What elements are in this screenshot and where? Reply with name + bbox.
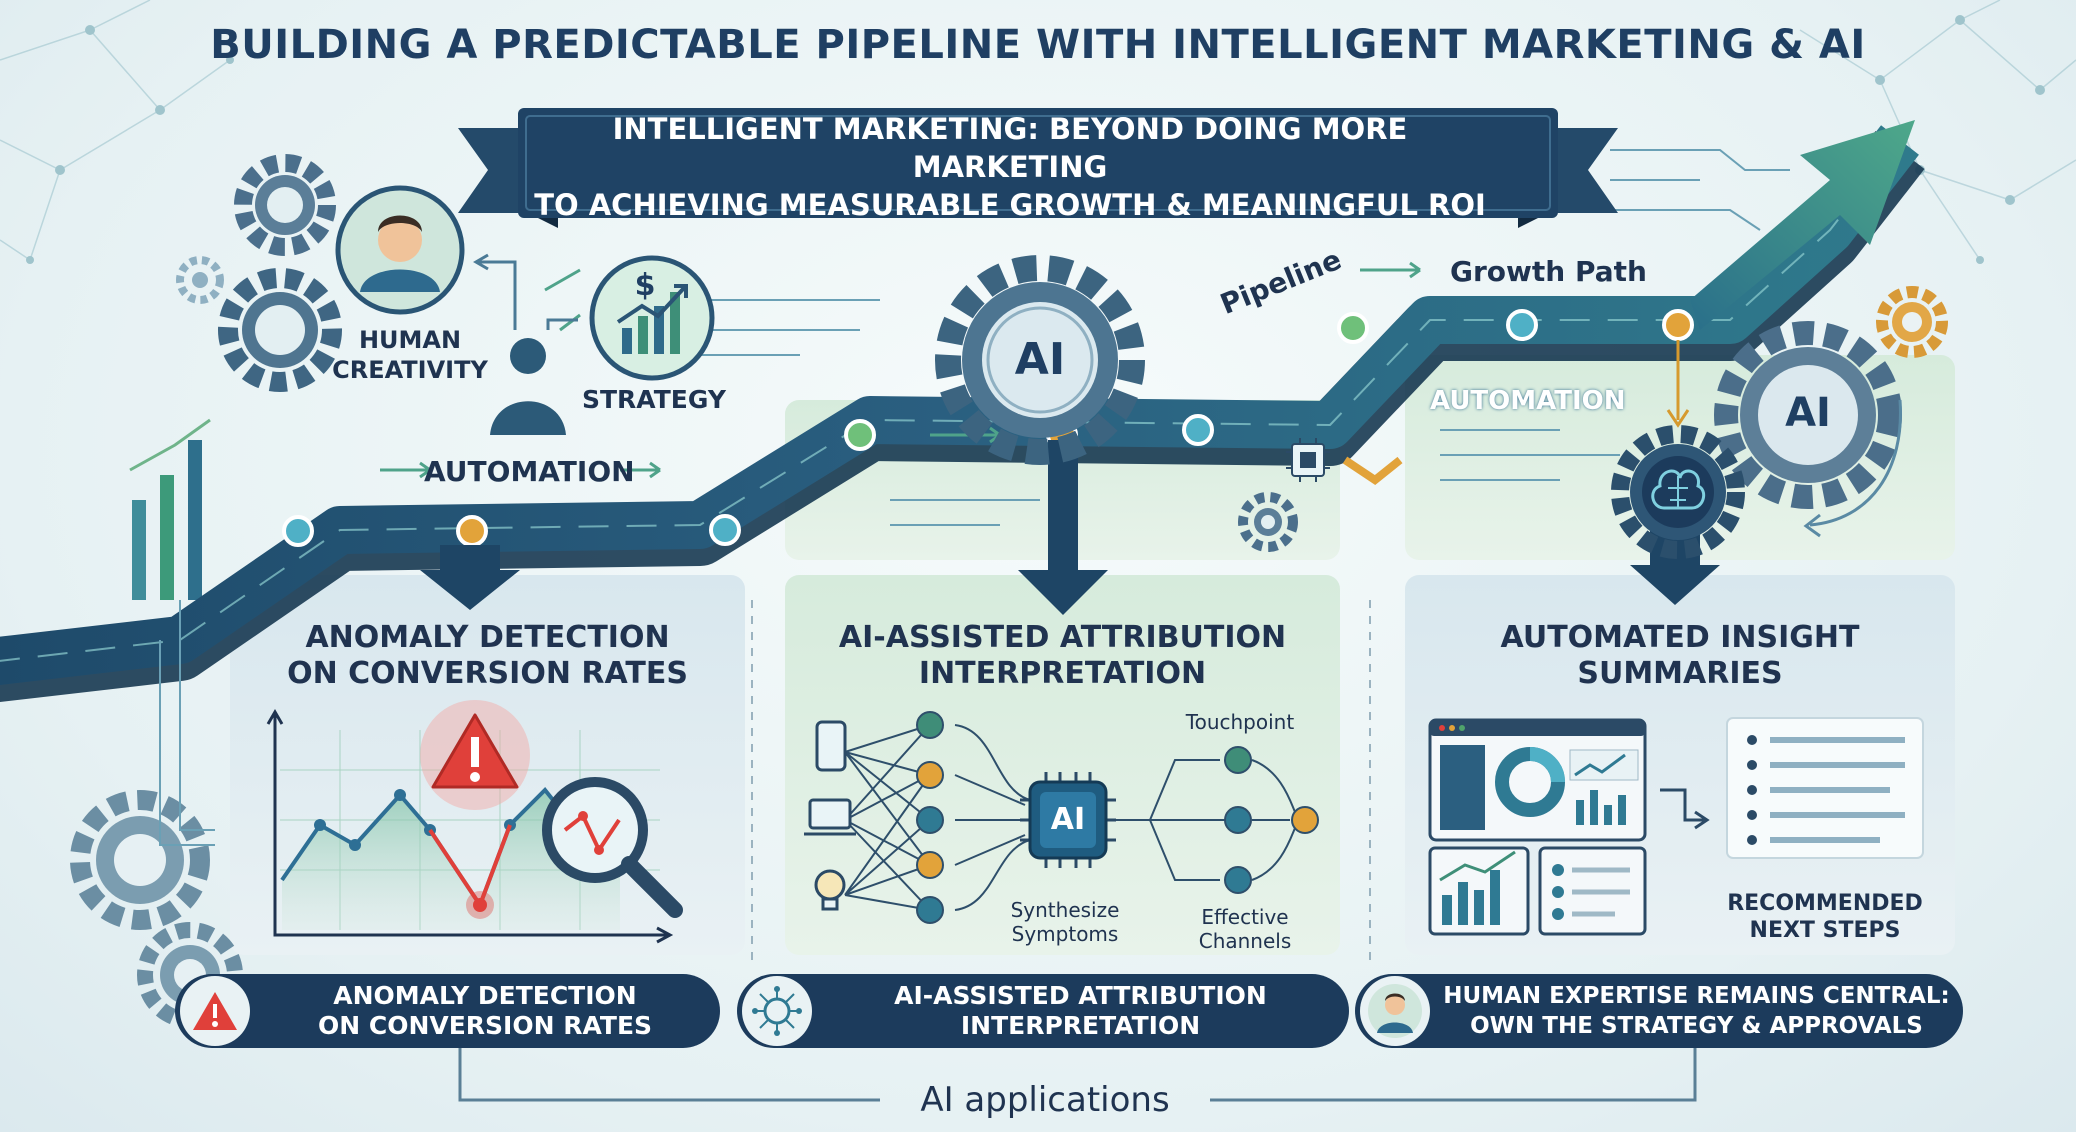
ai-chip-label: AI bbox=[1050, 802, 1086, 837]
human-creativity-label: HUMAN CREATIVITY bbox=[310, 325, 510, 385]
human-arrow-head bbox=[473, 253, 489, 271]
gear-ai-center bbox=[935, 255, 1145, 465]
insight-panel-title: AUTOMATED INSIGHT SUMMARIES bbox=[1420, 620, 1940, 692]
bar-chart-decoration bbox=[129, 418, 211, 600]
pill-anomaly-line-2: ON CONVERSION RATES bbox=[317, 1011, 653, 1040]
gear-bottom-left bbox=[70, 790, 210, 930]
pill-attribution-line-1: AI-ASSISTED ATTRIBUTION bbox=[894, 981, 1267, 1010]
synthesize-line-1: Synthesize bbox=[1010, 898, 1120, 922]
growth-path-label: Growth Path bbox=[1450, 255, 1647, 288]
recommended-next-steps-label: RECOMMENDED NEXT STEPS bbox=[1710, 890, 1940, 944]
human-to-strategy-arrow bbox=[478, 260, 517, 330]
recommended-line-2: NEXT STEPS bbox=[1749, 918, 1901, 943]
gear-mid-left bbox=[218, 268, 342, 392]
pill-anomaly-line-1: ANOMALY DETECTION bbox=[333, 981, 637, 1010]
attribution-title-line-2: INTERPRETATION bbox=[918, 656, 1207, 691]
ai-network-icon-badge bbox=[742, 976, 812, 1046]
anomaly-title-line-1: ANOMALY DETECTION bbox=[305, 620, 670, 655]
cycle-arrowhead bbox=[1803, 513, 1821, 538]
recommended-line-1: RECOMMENDED bbox=[1727, 891, 1923, 916]
page-title: BUILDING A PREDICTABLE PIPELINE WITH INT… bbox=[210, 22, 1866, 68]
footer-bracket bbox=[458, 1045, 1697, 1102]
banner-ribbon bbox=[458, 108, 1618, 228]
pill-human-line-2: OWN THE STRATEGY & APPROVALS bbox=[1470, 1013, 1923, 1039]
gear-orange-right bbox=[1876, 286, 1948, 358]
attribution-title-line-1: AI-ASSISTED ATTRIBUTION bbox=[838, 620, 1287, 655]
automation-label-right: AUTOMATION bbox=[1430, 386, 1626, 416]
effective-line-2: Channels bbox=[1198, 929, 1292, 953]
circuit-lines bbox=[700, 149, 1790, 526]
growth-arrow bbox=[1690, 120, 1915, 330]
human-creativity-line-1: HUMAN bbox=[358, 326, 462, 354]
ai-gear-right-label: AI bbox=[1785, 390, 1831, 436]
attribution-diagram bbox=[804, 438, 1403, 924]
insight-title-line-2: SUMMARIES bbox=[1577, 656, 1783, 691]
footer-label: AI applications bbox=[920, 1080, 1170, 1120]
left-connector-lines bbox=[159, 600, 215, 846]
expert-avatar-icon bbox=[1368, 984, 1422, 1038]
gear-ai-right bbox=[1714, 321, 1902, 509]
gear-brain bbox=[1611, 425, 1745, 559]
dollar-sign-icon: $ bbox=[635, 268, 656, 303]
banner-line-1: INTELLIGENT MARKETING: BEYOND DOING MORE… bbox=[612, 112, 1408, 184]
strategy-icon bbox=[589, 255, 715, 381]
anomaly-title-line-2: ON CONVERSION RATES bbox=[287, 656, 688, 691]
ai-gear-label: AI bbox=[1014, 334, 1066, 385]
effective-line-1: Effective bbox=[1201, 905, 1289, 929]
pill-attribution: AI-ASSISTED ATTRIBUTION INTERPRETATION bbox=[737, 974, 1349, 1048]
pill-anomaly-text: ANOMALY DETECTION ON CONVERSION RATES bbox=[250, 981, 720, 1041]
attribution-panel-title: AI-ASSISTED ATTRIBUTION INTERPRETATION bbox=[800, 620, 1325, 692]
pill-human-expertise-text: HUMAN EXPERTISE REMAINS CENTRAL: OWN THE… bbox=[1430, 981, 1963, 1041]
banner-line-2: TO ACHIEVING MEASURABLE GROWTH & MEANING… bbox=[534, 188, 1486, 222]
to-strategy-arrow bbox=[546, 318, 578, 330]
dashboard-illustration bbox=[1428, 717, 1924, 936]
human-creativity-line-2: CREATIVITY bbox=[332, 356, 488, 384]
gear-small-center bbox=[1238, 492, 1298, 552]
warning-icon-badge bbox=[180, 976, 250, 1046]
ai-chip-icon bbox=[1020, 772, 1116, 868]
pill-anomaly: ANOMALY DETECTION ON CONVERSION RATES bbox=[175, 974, 720, 1048]
gear-small-left bbox=[176, 256, 224, 304]
warning-triangle-icon bbox=[420, 700, 530, 810]
gear-top-left bbox=[234, 154, 336, 256]
automation-label-left: AUTOMATION bbox=[424, 455, 635, 488]
magnifier-icon bbox=[542, 777, 683, 918]
person-silhouette-icon bbox=[490, 338, 566, 435]
cycle-arrow bbox=[1809, 399, 1902, 527]
strategy-label: STRATEGY bbox=[582, 385, 726, 414]
cpu-icon-small bbox=[1286, 438, 1330, 482]
expert-avatar-badge bbox=[1360, 976, 1430, 1046]
effective-channels-label: Effective Channels bbox=[1175, 905, 1315, 953]
touchpoint-label: Touchpoint bbox=[1185, 710, 1295, 734]
anomaly-panel-title: ANOMALY DETECTION ON CONVERSION RATES bbox=[250, 620, 725, 692]
pill-human-line-1: HUMAN EXPERTISE REMAINS CENTRAL: bbox=[1443, 983, 1950, 1009]
synthesize-line-2: Symptoms bbox=[1011, 922, 1119, 946]
warning-icon bbox=[193, 992, 237, 1030]
phone-icon bbox=[815, 720, 847, 772]
pill-attribution-line-2: INTERPRETATION bbox=[960, 1011, 1201, 1040]
laptop-icon bbox=[804, 798, 856, 836]
human-avatar-icon bbox=[335, 185, 465, 315]
flow-arrows bbox=[380, 261, 1421, 479]
synthesize-label: Synthesize Symptoms bbox=[995, 898, 1135, 946]
lightbulb-icon bbox=[814, 869, 846, 911]
ai-network-icon bbox=[752, 986, 802, 1036]
orange-chevron-icon bbox=[1342, 456, 1403, 485]
banner: INTELLIGENT MARKETING: BEYOND DOING MORE… bbox=[520, 112, 1500, 222]
pill-attribution-text: AI-ASSISTED ATTRIBUTION INTERPRETATION bbox=[812, 981, 1349, 1041]
insight-title-line-1: AUTOMATED INSIGHT bbox=[1500, 620, 1860, 655]
pill-human-expertise: HUMAN EXPERTISE REMAINS CENTRAL: OWN THE… bbox=[1355, 974, 1963, 1048]
insight-drop-arrowhead bbox=[1666, 409, 1690, 428]
